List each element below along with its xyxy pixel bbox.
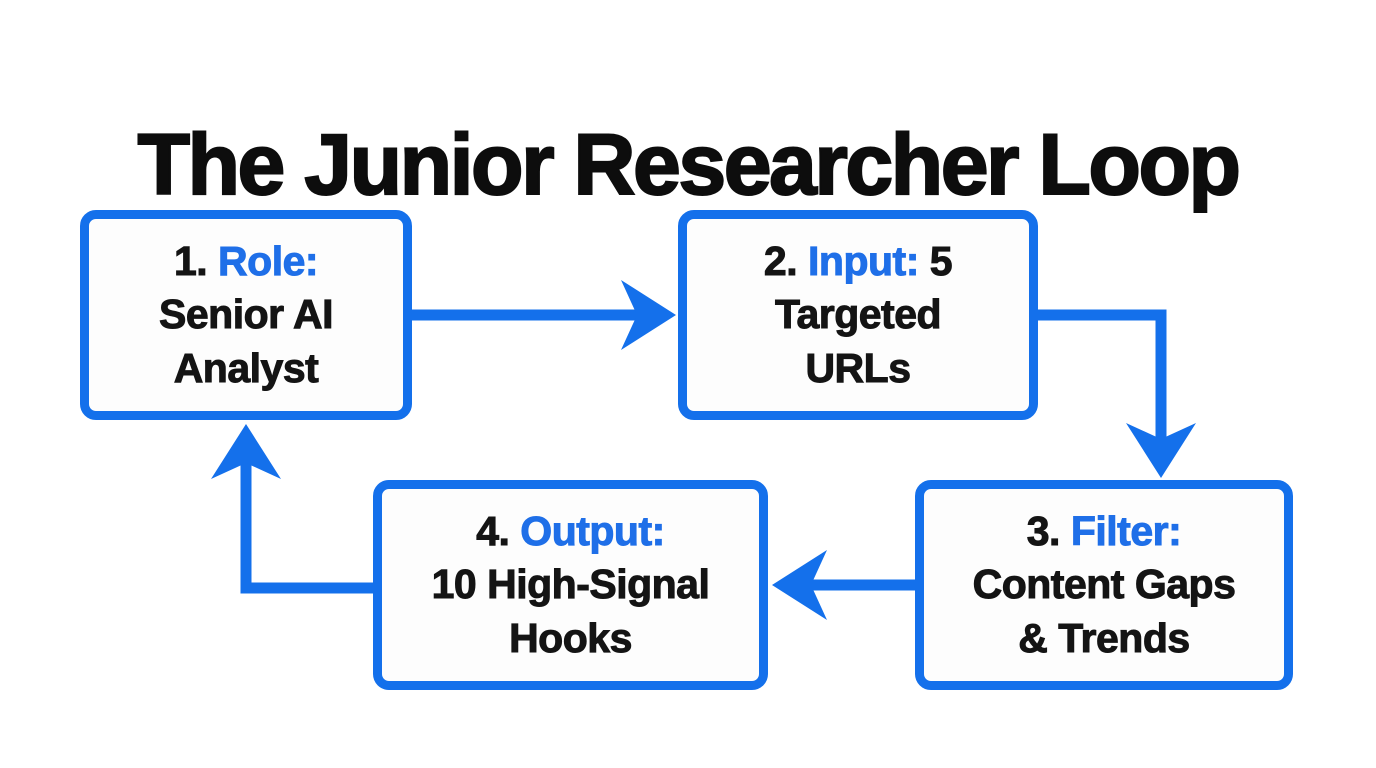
step-box-input: 2. Input: 5 Targeted URLs xyxy=(678,210,1038,420)
step-input-line2: Targeted xyxy=(774,291,942,338)
arrowhead-down-icon xyxy=(1126,423,1196,478)
arrowhead-left-icon xyxy=(772,550,827,620)
step-box-output: 4. Output: 10 High-Signal Hooks xyxy=(373,480,768,690)
arrowhead-right-icon xyxy=(621,280,676,350)
arrow-input-to-filter xyxy=(1037,309,1196,478)
step-output-line3: Hooks xyxy=(509,614,633,661)
step-role-line3: Analyst xyxy=(173,344,319,391)
step-input-text: 2. Input: 5 Targeted URLs xyxy=(758,235,958,395)
step-filter-text: 3. Filter: Content Gaps & Trends xyxy=(967,505,1242,665)
step-input-line3: URLs xyxy=(805,344,912,391)
arrow-filter-to-output xyxy=(772,550,915,620)
step-role-line2: Senior AI xyxy=(159,291,334,338)
step-input-line1: 2. Input: 5 xyxy=(763,238,953,285)
step-role-text: 1. Role: Senior AI Analyst xyxy=(153,235,339,395)
step-box-role: 1. Role: Senior AI Analyst xyxy=(80,210,412,420)
step-box-filter: 3. Filter: Content Gaps & Trends xyxy=(915,480,1293,690)
arrow-role-to-input xyxy=(412,280,676,350)
step-filter-line2: Content Gaps xyxy=(972,561,1236,608)
step-filter-line1: 3. Filter: xyxy=(1026,508,1182,555)
step-role-line1: 1. Role: xyxy=(173,238,319,285)
step-output-line1: 4. Output: xyxy=(476,508,666,555)
step-output-line2: 10 High-Signal xyxy=(431,561,710,608)
arrow-output-to-role xyxy=(211,424,373,594)
diagram-title: The Junior Researcher Loop xyxy=(136,116,1242,213)
arrowhead-up-icon xyxy=(211,424,281,479)
step-filter-line3: & Trends xyxy=(1018,614,1191,661)
step-output-text: 4. Output: 10 High-Signal Hooks xyxy=(426,505,716,665)
